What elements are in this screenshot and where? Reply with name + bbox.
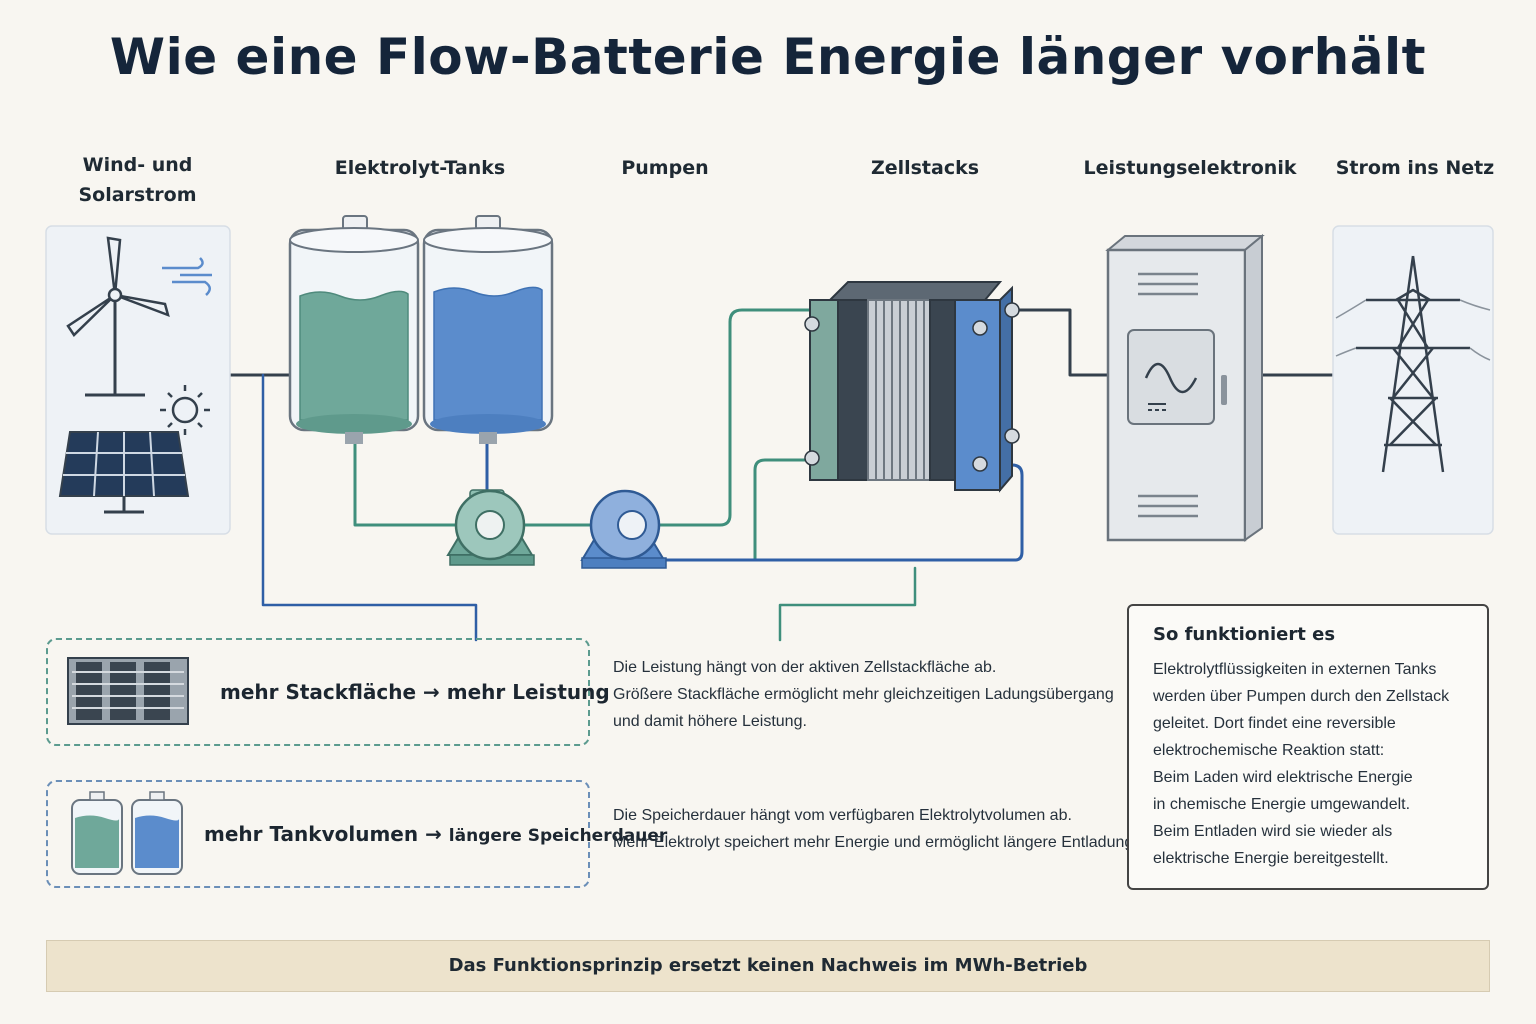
how-it-works-title: So funktioniert es xyxy=(1153,624,1336,645)
stage-label-stacks: Zellstacks xyxy=(870,157,980,179)
tank-volume-description: Die Speicherdauer hängt vom verfügbaren … xyxy=(613,807,1138,851)
stage-label-electronics: Leistungselektronik xyxy=(1083,157,1297,179)
stage-label-pumps: Pumpen xyxy=(621,157,709,179)
stack-area-label: mehr Stackfläche → mehr Leistung xyxy=(220,680,610,704)
how-it-works-text: Elektrolytflüssigkeiten in externen Tank… xyxy=(1153,661,1450,867)
cell-stack-icon xyxy=(804,281,1020,493)
inverter-cabinet-icon xyxy=(1105,233,1265,542)
stack-area-description: Die Leistung hängt von der aktiven Zells… xyxy=(613,659,1114,730)
stack-area-box: mehr Stackfläche → mehr Leistung xyxy=(46,638,610,746)
power-pylon-icon xyxy=(1332,225,1494,535)
tanks-icon xyxy=(288,215,554,444)
stage-label-grid: Strom ins Netz xyxy=(1335,157,1495,179)
pump-icon xyxy=(446,489,667,569)
wind-solar-icon xyxy=(45,225,231,535)
connection-lines xyxy=(228,308,1335,642)
tank-volume-label: mehr Tankvolumen → längere Speicherdauer xyxy=(204,822,668,846)
footer-disclaimer: Das Funktionsprinzip ersetzt keinen Nach… xyxy=(46,940,1490,992)
stage-label-tanks: Elektrolyt-Tanks xyxy=(334,157,506,179)
tank-volume-box: mehr Tankvolumen → längere Speicherdauer xyxy=(46,780,667,888)
page-title: Wie eine Flow-Batterie Energie länger vo… xyxy=(109,28,1427,86)
stack-mini-icon xyxy=(67,657,189,725)
how-it-works-box: So funktioniert es Elektrolytflüssigkeit… xyxy=(1127,604,1489,890)
tanks-mini-icon xyxy=(71,791,183,875)
